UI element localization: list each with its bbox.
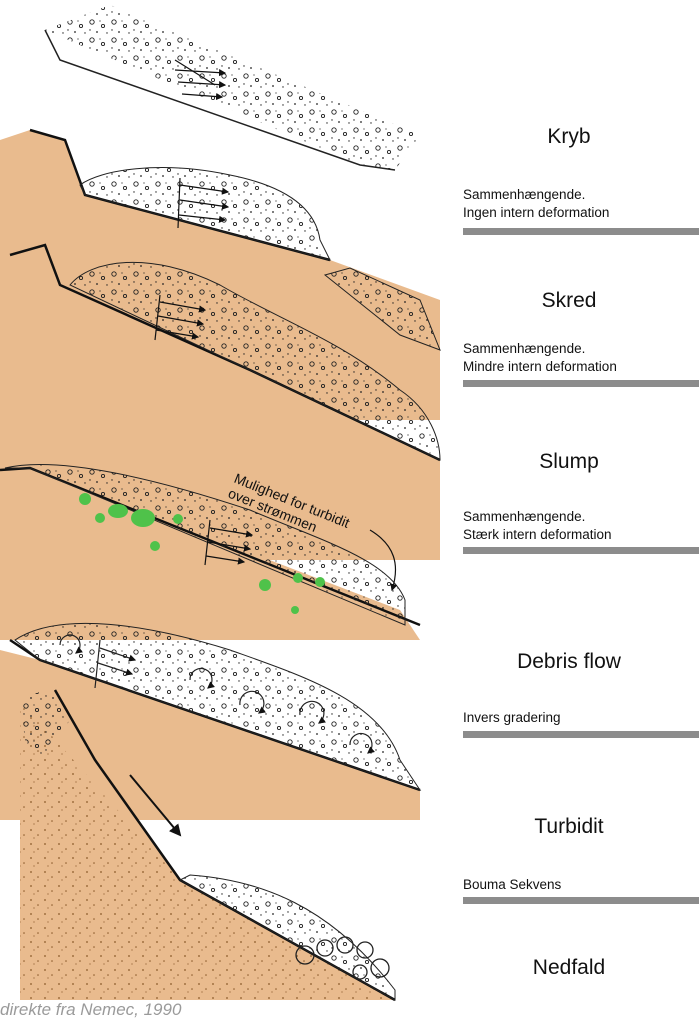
type-title-kryb: Kryb xyxy=(469,125,669,149)
type-title-debris-flow: Debris flow xyxy=(469,650,669,674)
desc-line: Stærk intern deformation xyxy=(463,526,612,544)
type-desc-kryb: Sammenhængende. Ingen intern deformation xyxy=(463,186,609,222)
desc-line: Invers gradering xyxy=(463,709,561,727)
desc-line: Ingen intern deformation xyxy=(463,204,609,222)
type-title-slump: Slump xyxy=(469,450,669,474)
desc-line: Sammenhængende. xyxy=(463,508,612,526)
desc-line: Sammenhængende. xyxy=(463,340,617,358)
desc-line: Mindre intern deformation xyxy=(463,358,617,376)
desc-line: Bouma Sekvens xyxy=(463,876,561,894)
type-desc-skred: Sammenhængende. Mindre intern deformatio… xyxy=(463,340,617,376)
panel-kryb xyxy=(45,5,420,170)
separator-bar xyxy=(463,547,699,554)
type-desc-slump: Sammenhængende. Stærk intern deformation xyxy=(463,508,612,544)
type-title-skred: Skred xyxy=(469,289,669,313)
separator-bar xyxy=(463,228,699,235)
separator-bar xyxy=(463,731,699,738)
desc-line: Sammenhængende. xyxy=(463,186,609,204)
type-desc-debris-flow: Invers gradering xyxy=(463,709,561,727)
separator-bar xyxy=(463,380,699,387)
type-title-nedfald: Nedfald xyxy=(469,956,669,980)
separator-bar xyxy=(463,897,699,904)
type-title-turbidit: Turbidit xyxy=(469,815,669,839)
type-desc-turbidit: Bouma Sekvens xyxy=(463,876,561,894)
source-caption: direkte fra Nemec, 1990 xyxy=(0,1000,181,1020)
